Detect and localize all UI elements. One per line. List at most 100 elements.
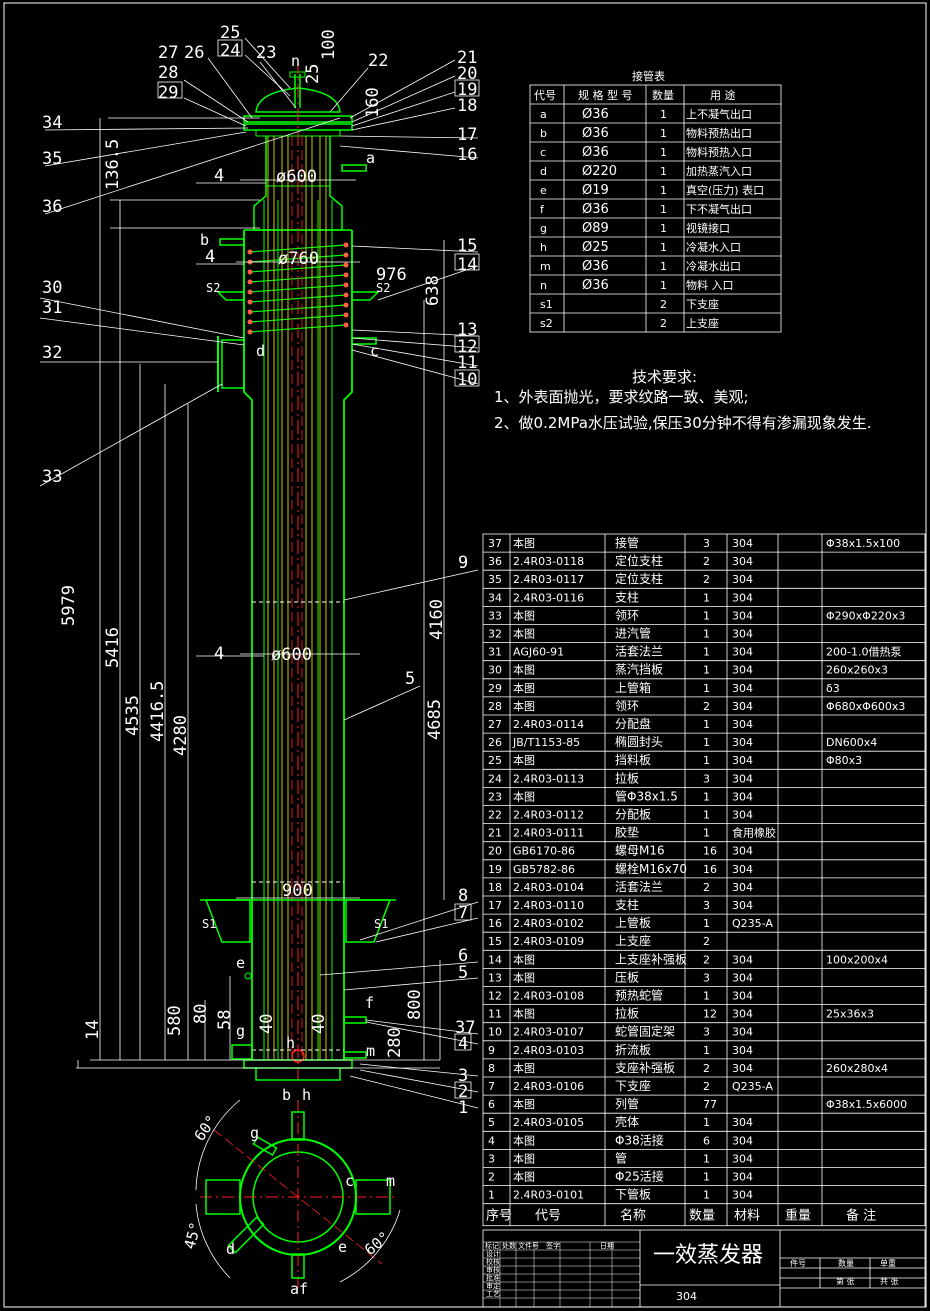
support-s2-right: S2 bbox=[376, 281, 390, 295]
parts-list-cell: 2.4R03-0112 bbox=[513, 809, 584, 822]
parts-list-cell: 260x260x3 bbox=[826, 664, 888, 677]
parts-list-cell: 34 bbox=[488, 591, 502, 604]
parts-list-cell: 304 bbox=[732, 971, 753, 984]
parts-list-cell: 挡料板 bbox=[615, 753, 651, 767]
parts-list-cell: 1 bbox=[703, 809, 710, 822]
parts-list-cell: 支座补强板 bbox=[615, 1060, 675, 1075]
leader-17: 17 bbox=[457, 125, 477, 145]
leader-labels: 27 26 28 29 34 35 36 30 31 32 33 25 24 2… bbox=[42, 23, 477, 1118]
leader-22: 22 bbox=[368, 51, 388, 71]
parts-list-cell: 25 bbox=[488, 754, 502, 767]
dim-800: 800 bbox=[405, 989, 425, 1020]
nozzle-h-label: h bbox=[286, 1034, 295, 1052]
parts-list-cell: 2.4R03-0116 bbox=[513, 591, 584, 604]
parts-list-cell: 304 bbox=[732, 736, 753, 749]
parts-list-cell: 上管板 bbox=[615, 915, 651, 930]
parts-list-cell: 6 bbox=[703, 1134, 710, 1147]
parts-list-cell: 螺栓M16x70 bbox=[615, 861, 687, 876]
nozzle-table-cell: f bbox=[540, 203, 545, 216]
parts-list-cell: 304 bbox=[732, 990, 753, 1003]
nozzle-table-cell: 物料 入口 bbox=[686, 278, 734, 292]
leader-26: 26 bbox=[184, 43, 204, 63]
parts-list-cell: 36 bbox=[488, 555, 502, 568]
nozzle-table-cell: s2 bbox=[540, 317, 553, 330]
dim-4-a: 4 bbox=[214, 166, 224, 186]
nozzle-table-cell: 真空(压力) 表口 bbox=[686, 183, 764, 197]
parts-list-cell: 1 bbox=[703, 609, 710, 622]
title-block-label: 审核 bbox=[486, 1265, 500, 1274]
parts-list-cell: 本图 bbox=[513, 1007, 535, 1021]
parts-list-cell: 3 bbox=[703, 772, 710, 785]
parts-list-cell: 2.4R03-0117 bbox=[513, 573, 584, 586]
parts-list-cell: 15 bbox=[488, 935, 502, 948]
parts-list-cell: 2 bbox=[703, 1062, 710, 1075]
parts-list-cell: 1 bbox=[488, 1189, 495, 1202]
parts-list-cell: GB6170-86 bbox=[513, 845, 575, 858]
dim-14: 14 bbox=[83, 1020, 103, 1040]
parts-list-cell: 列管 bbox=[615, 1096, 639, 1111]
parts-list-header: 名称 bbox=[620, 1208, 646, 1224]
plan-b-label: b bbox=[282, 1086, 291, 1104]
nozzle-labels: n a b c d e f g h m S2 S2 S1 S1 bbox=[200, 52, 390, 1060]
parts-list-cell: 16 bbox=[703, 845, 717, 858]
parts-list-cell: 7 bbox=[488, 1080, 495, 1093]
leader-14: 14 bbox=[457, 255, 477, 275]
leader-30: 30 bbox=[42, 278, 62, 298]
parts-list-cell: 定位支柱 bbox=[615, 553, 663, 568]
nozzle-table-cell: 1 bbox=[660, 184, 667, 197]
parts-list-cell: 10 bbox=[488, 1026, 502, 1039]
parts-list-cell: 活套法兰 bbox=[615, 645, 663, 659]
parts-list-cell: 22 bbox=[488, 809, 502, 822]
parts-list-cell: 304 bbox=[732, 573, 753, 586]
parts-list-cell: 3 bbox=[703, 1026, 710, 1039]
dim-160: 160 bbox=[363, 87, 383, 118]
dim-d600-top: ø600 bbox=[276, 167, 317, 187]
parts-list-cell: 2.4R03-0108 bbox=[513, 990, 584, 1003]
nozzle-table-cell: c bbox=[540, 146, 546, 159]
parts-list-cell: 304 bbox=[732, 1152, 753, 1165]
plan-d-label: d bbox=[226, 1240, 235, 1258]
parts-list-cell: 食用橡胶 bbox=[732, 826, 776, 840]
parts-list-cell: 1 bbox=[703, 646, 710, 659]
nozzle-table-cell: 视镜接口 bbox=[686, 221, 730, 235]
angle-60-bottom: 60° bbox=[361, 1228, 393, 1259]
parts-list-cell: Φ38x1.5x6000 bbox=[826, 1098, 907, 1111]
parts-list-cell: 2.4R03-0109 bbox=[513, 935, 584, 948]
parts-list-cell: 304 bbox=[732, 537, 753, 550]
parts-list-cell: 77 bbox=[703, 1098, 717, 1111]
parts-list-cell: 进汽管 bbox=[615, 626, 651, 641]
parts-list-cell: 304 bbox=[732, 881, 753, 894]
plan-view bbox=[195, 1099, 401, 1290]
dim-80: 80 bbox=[191, 1004, 211, 1024]
nozzle-table-cell: g bbox=[540, 222, 547, 235]
parts-list-cell: 29 bbox=[488, 682, 502, 695]
leader-34: 34 bbox=[42, 113, 62, 133]
nozzle-table-cell: 冷凝水出口 bbox=[686, 259, 741, 273]
parts-list-cell: 胶垫 bbox=[615, 825, 639, 840]
title-block-label: 设计 bbox=[486, 1249, 500, 1258]
support-s1-left: S1 bbox=[202, 917, 216, 931]
leader-19: 19 bbox=[457, 80, 477, 100]
nozzle-table-header: 用 途 bbox=[710, 88, 736, 102]
parts-list-cell: 4 bbox=[488, 1134, 495, 1147]
parts-list-cell: Φ80x3 bbox=[826, 754, 862, 767]
support-s2-left: S2 bbox=[206, 281, 220, 295]
dim-4685: 4685 bbox=[425, 699, 445, 740]
nozzle-table-cell: Ø36 bbox=[582, 107, 609, 122]
leader-18: 18 bbox=[457, 96, 477, 116]
parts-list-cell: 31 bbox=[488, 646, 502, 659]
nozzle-f-label: f bbox=[365, 994, 374, 1012]
nozzle-m-label: m bbox=[366, 1042, 375, 1060]
nozzle-table-cell: 1 bbox=[660, 108, 667, 121]
parts-list-cell: 2 bbox=[703, 881, 710, 894]
leader-9: 9 bbox=[458, 553, 468, 573]
nozzle-table-cell: 物料预热出口 bbox=[686, 126, 752, 140]
title-block-label: 签字 bbox=[546, 1241, 560, 1250]
parts-list-cell: 支柱 bbox=[615, 897, 639, 912]
tb-right-label-1: 数量 bbox=[838, 1258, 854, 1268]
title-block-label: 日期 bbox=[600, 1242, 614, 1250]
parts-list-cell: 2.4R03-0101 bbox=[513, 1189, 584, 1202]
tech-requirements: 技术要求: 1、外表面抛光，要求纹路一致、美观; 2、做0.2MPa水压试验,保… bbox=[494, 368, 872, 432]
drawing-border bbox=[3, 2, 927, 1308]
parts-list-cell: Φ290xΦ220x3 bbox=[826, 609, 905, 622]
